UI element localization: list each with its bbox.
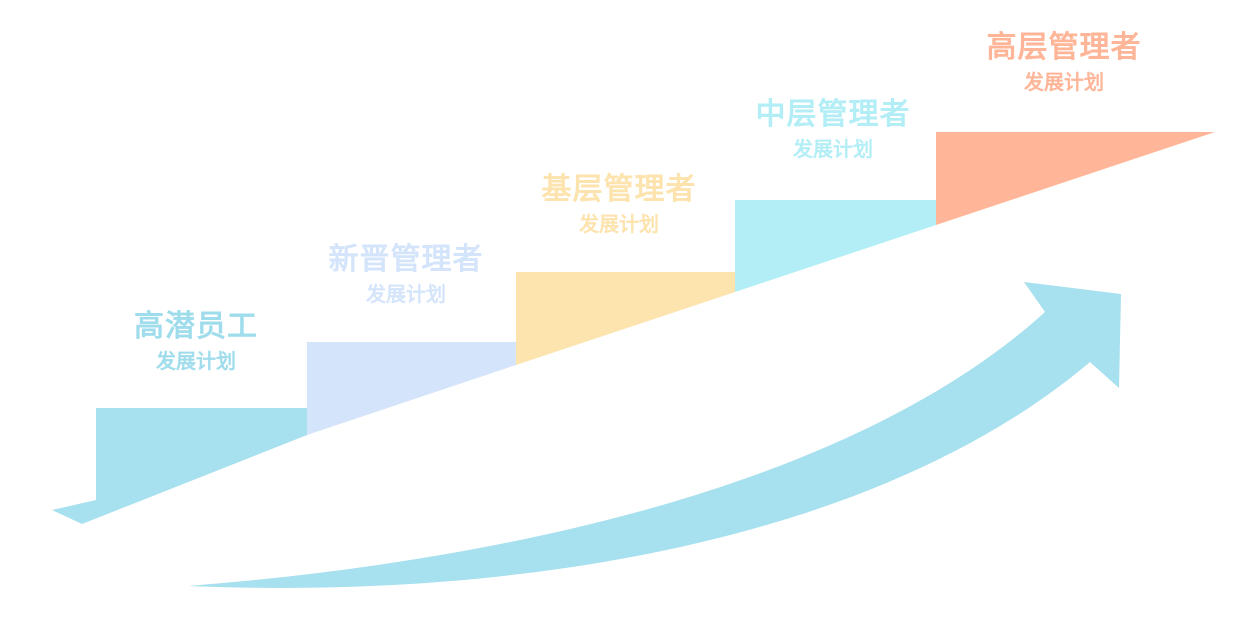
stair-step-3 — [516, 272, 735, 365]
growth-arrow-icon — [188, 282, 1121, 588]
stage-title: 高层管理者 — [986, 30, 1142, 65]
stage-label-5: 高层管理者 发展计划 — [944, 30, 1184, 96]
stage-title: 高潜员工 — [134, 309, 258, 344]
stage-title: 新晋管理者 — [328, 242, 484, 277]
stair-step-4 — [735, 200, 936, 292]
stage-subtitle: 发展计划 — [156, 349, 236, 373]
stage-label-3: 基层管理者 发展计划 — [499, 172, 739, 238]
stage-subtitle: 发展计划 — [366, 282, 446, 306]
stage-subtitle: 发展计划 — [579, 212, 659, 236]
stage-label-4: 中层管理者 发展计划 — [713, 97, 953, 163]
stage-title: 基层管理者 — [541, 172, 697, 207]
stair-step-1 — [52, 408, 307, 524]
stage-label-2: 新晋管理者 发展计划 — [286, 242, 526, 308]
stair-step-2 — [307, 342, 516, 435]
stage-label-1: 高潜员工 发展计划 — [76, 309, 316, 375]
stage-subtitle: 发展计划 — [793, 137, 873, 161]
stage-subtitle: 发展计划 — [1024, 70, 1104, 94]
stair-step-5 — [936, 132, 1215, 225]
stage-title: 中层管理者 — [755, 97, 911, 132]
